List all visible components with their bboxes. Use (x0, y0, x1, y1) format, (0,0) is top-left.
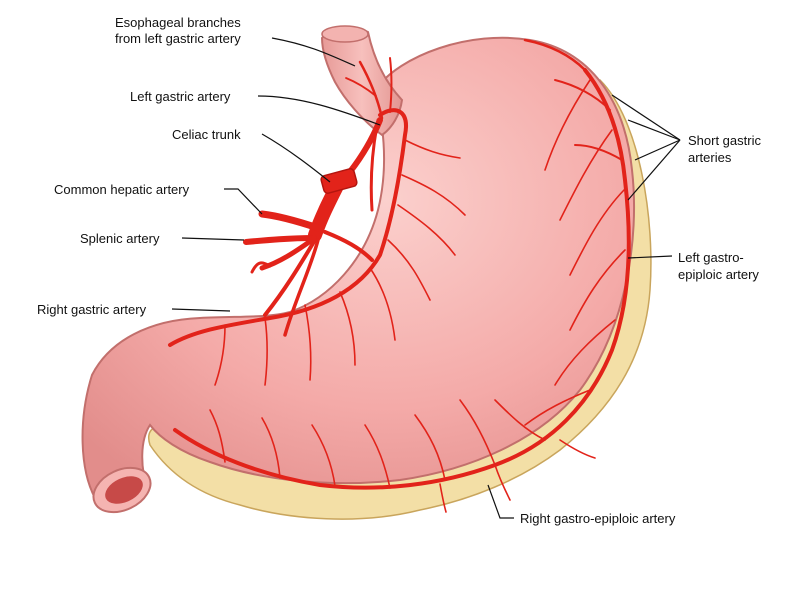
celiac-trunk-cut-end (320, 168, 358, 194)
wall-branches (209, 79, 626, 513)
label-common-hepatic-artery: Common hepatic artery (54, 182, 190, 197)
short-gastric-1 (523, 38, 587, 72)
label-esophageal-line1: Esophageal branches (115, 15, 241, 30)
label-left-gastroepiploic-line1: Left gastro- (678, 250, 744, 265)
gastroepiploic-arcade (173, 68, 631, 490)
splenic-artery (323, 230, 374, 262)
label-short-gastric-line1: Short gastric (688, 133, 761, 148)
short-gastric-3 (574, 144, 623, 161)
label-right-gastroepiploic-artery: Right gastro-epiploic artery (520, 511, 676, 526)
label-splenic-artery: Splenic artery (80, 231, 160, 246)
gastroduodenal-artery (283, 238, 320, 337)
splenic-artery-stub (243, 235, 317, 245)
esophageal-branch-2 (389, 57, 393, 113)
duodenum-lumen (105, 476, 143, 504)
esophageal-branch-3 (345, 77, 377, 97)
label-right-gastric-artery: Right gastric artery (37, 302, 147, 317)
label-short-gastric-line2: arteries (688, 150, 732, 165)
arterial-arcades (168, 38, 631, 490)
hepatic-branch-b (250, 261, 272, 274)
label-esophageal-line2: from left gastric artery (115, 31, 241, 46)
label-left-gastric-artery: Left gastric artery (130, 89, 231, 104)
label-celiac-trunk: Celiac trunk (172, 127, 241, 142)
common-hepatic-artery (258, 210, 322, 232)
left-gastric-loop (369, 118, 380, 212)
esophagus-opening (321, 25, 369, 43)
celiac-trunk-group (243, 117, 383, 337)
short-gastric-2 (554, 79, 611, 111)
right-gastric-artery (263, 238, 317, 317)
leader-lines (171, 37, 681, 519)
esophageal-branch-1 (358, 60, 384, 120)
lesser-curvature-arcade (168, 108, 408, 347)
label-left-gastroepiploic-line2: epiploic artery (678, 267, 759, 282)
hepatic-branch-a (259, 237, 315, 271)
